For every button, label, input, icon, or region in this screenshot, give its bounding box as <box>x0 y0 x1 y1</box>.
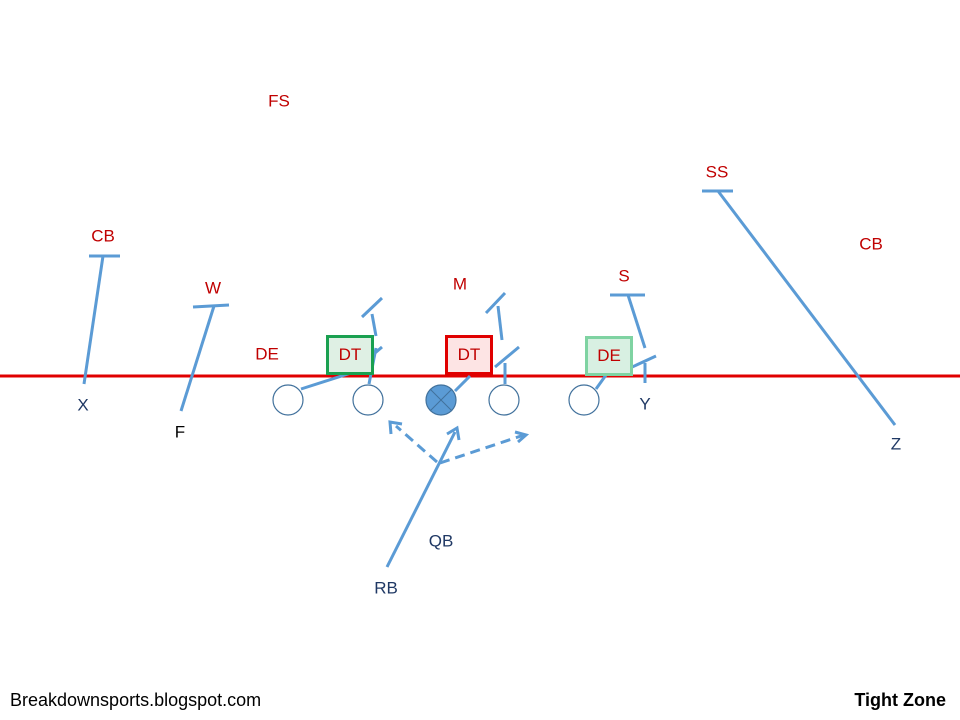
mike-linebacker-label: M <box>452 274 468 294</box>
site-credit: Breakdownsports.blogspot.com <box>10 690 262 710</box>
right-guard <box>488 384 520 416</box>
cornerback-right-label: CB <box>859 234 883 254</box>
will-linebacker-label: W <box>204 278 222 298</box>
left-guard <box>352 384 384 416</box>
fullback-label: F <box>174 422 186 442</box>
dt-left-label: DT <box>338 345 362 364</box>
de-right-label: DE <box>597 346 621 365</box>
dt-center-label: DT <box>457 345 481 364</box>
right-tackle <box>568 384 600 416</box>
left-tackle <box>272 384 304 416</box>
strong-safety-label: SS <box>705 162 729 182</box>
blocking-routes <box>82 189 897 568</box>
quarterback-label: QB <box>428 531 454 551</box>
cornerback-left-label: CB <box>91 226 115 246</box>
dt-left-box: DT <box>326 335 374 375</box>
defensive-end-left-label: DE <box>255 344 279 364</box>
de-right-box: DE <box>585 336 633 376</box>
free-safety-label: FS <box>268 91 290 111</box>
running-back-label: RB <box>374 578 398 598</box>
z-receiver-label: Z <box>890 434 902 454</box>
offensive-line <box>272 384 600 416</box>
dt-center-box: DT <box>445 335 493 375</box>
play-name: Tight Zone <box>854 690 946 710</box>
sam-linebacker-label: S <box>618 266 630 286</box>
x-receiver-label: X <box>77 395 89 415</box>
y-tight-end-label: Y <box>639 394 651 414</box>
center <box>425 384 457 416</box>
